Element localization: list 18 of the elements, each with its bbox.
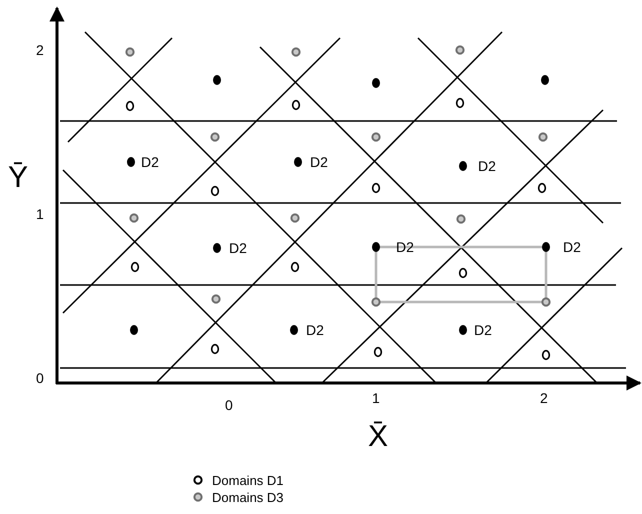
legend-label: Domains D3 [212,491,284,504]
domain-label: D2 [563,240,581,254]
tick-label: 2 [540,391,548,405]
domain-label: D2 [310,155,328,169]
domain-label: D2 [478,159,496,173]
axis-label: X̄ [368,422,388,452]
tick-label: 1 [372,391,380,405]
tick-label: 0 [36,371,44,385]
legend-label: Domains D1 [212,474,284,487]
domain-label: D2 [141,155,159,169]
tick-label: 0 [225,398,233,412]
tick-label: 1 [36,207,44,221]
domain-label: D2 [474,323,492,337]
domain-label: D2 [306,323,324,337]
tick-label: 2 [36,43,44,57]
domain-label: D2 [229,241,247,255]
domain-label: D2 [396,240,414,254]
axis-label: Ȳ [8,163,28,193]
